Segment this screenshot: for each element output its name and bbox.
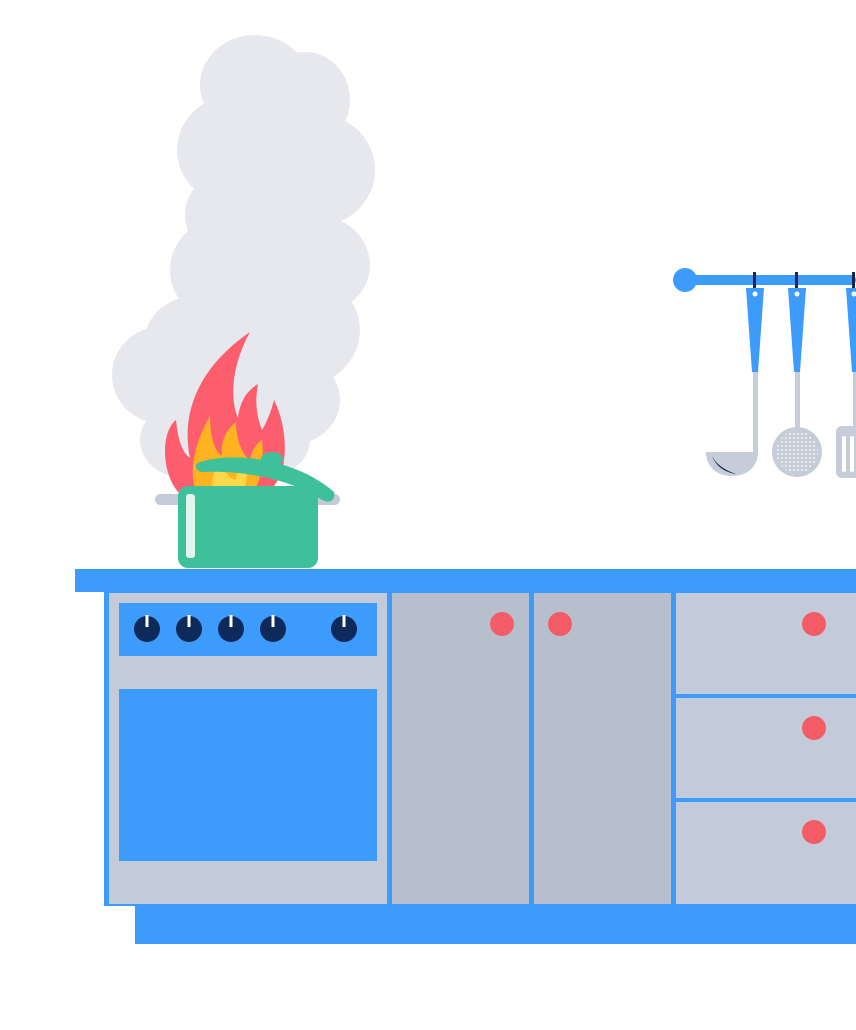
drawer-top [676, 593, 856, 694]
kitchen-counter [75, 569, 856, 944]
cabinet-doors [392, 593, 671, 904]
stove-knob [260, 615, 286, 642]
cabinet-door-left [392, 593, 529, 904]
counter-top [75, 569, 856, 592]
rail-bar [684, 275, 856, 285]
pot-body [178, 486, 318, 568]
cooking-pot [155, 452, 340, 568]
ladle [706, 272, 764, 476]
spatula [836, 272, 856, 478]
pot-lid-knob [261, 452, 283, 466]
door-handle [490, 612, 514, 636]
stove-knobs [134, 615, 357, 642]
stove-knob [176, 615, 202, 642]
pot-shine [186, 494, 195, 558]
drawer-handle [802, 612, 826, 636]
utensil-rail [673, 268, 856, 478]
pot-lid [195, 457, 335, 502]
stove-oven [109, 593, 387, 904]
cabinet-door-right [534, 593, 671, 904]
stove-knob [134, 615, 160, 642]
drawer-handle [802, 716, 826, 740]
drawer-bottom [676, 802, 856, 904]
drawer-handle [802, 820, 826, 844]
counter-base [135, 904, 856, 944]
drawers [676, 593, 856, 904]
drawer-middle [676, 698, 856, 798]
oven-window [119, 689, 377, 861]
rail-end-cap [673, 268, 697, 292]
stove-knob [218, 615, 244, 642]
stove-knob [331, 615, 357, 642]
skimmer [772, 272, 822, 477]
door-handle [548, 612, 572, 636]
